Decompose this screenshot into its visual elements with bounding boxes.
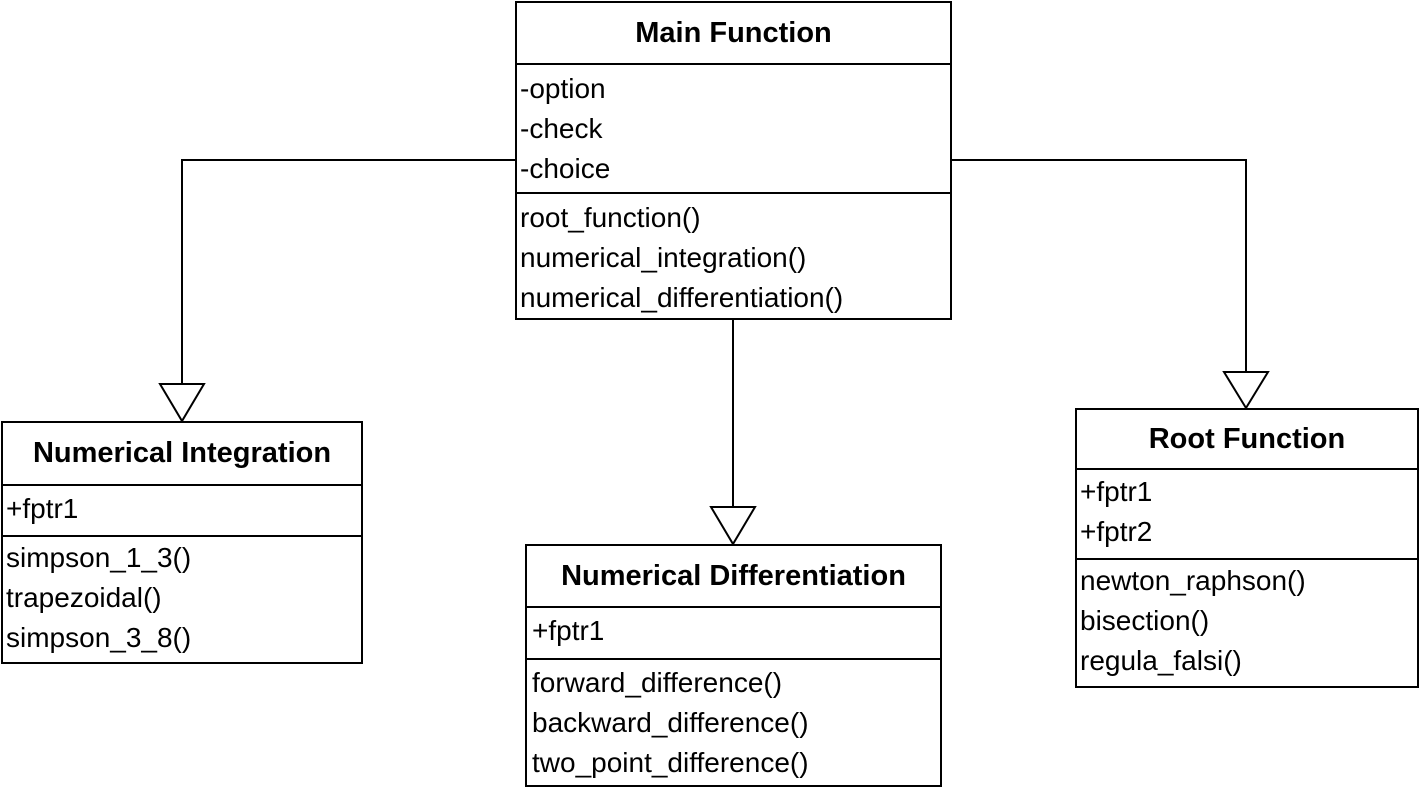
class-numerical-integration: Numerical Integration +fptr1 simpson_1_3…: [1, 421, 363, 664]
method: bisection(): [1080, 605, 1210, 636]
attributes-section: -option -check -choice: [517, 65, 950, 194]
methods-section: forward_difference() backward_difference…: [527, 660, 940, 783]
method: root_function(): [520, 202, 701, 233]
attributes-section: +fptr1: [3, 486, 361, 537]
methods-section: root_function() numerical_integration() …: [517, 194, 950, 318]
method: two_point_difference(): [532, 747, 809, 778]
class-name: Numerical Differentiation: [527, 546, 940, 608]
class-main-function: Main Function -option -check -choice roo…: [515, 1, 952, 320]
method: simpson_3_8(): [6, 622, 192, 653]
methods-section: simpson_1_3() trapezoidal() simpson_3_8(…: [3, 537, 361, 658]
method: backward_difference(): [532, 707, 809, 738]
class-name: Main Function: [517, 3, 950, 65]
method: regula_falsi(): [1080, 645, 1242, 676]
attribute: +fptr1: [6, 493, 79, 524]
method: simpson_1_3(): [6, 542, 192, 573]
method: numerical_differentiation(): [520, 282, 844, 313]
attribute: -check: [520, 113, 603, 144]
attributes-section: +fptr1 +fptr2: [1077, 470, 1417, 560]
class-numerical-differentiation: Numerical Differentiation +fptr1 forward…: [525, 544, 942, 787]
methods-section: newton_raphson() bisection() regula_fals…: [1077, 560, 1417, 681]
class-name: Numerical Integration: [3, 423, 361, 486]
method: newton_raphson(): [1080, 565, 1306, 596]
connector-main-to-root: [952, 159, 1247, 372]
method: numerical_integration(): [520, 242, 807, 273]
connector-main-to-integration: [181, 159, 515, 384]
method: forward_difference(): [532, 667, 783, 698]
attribute: +fptr2: [1080, 516, 1153, 547]
class-name: Root Function: [1077, 410, 1417, 470]
attribute: +fptr1: [1080, 476, 1153, 507]
attributes-section: +fptr1: [527, 608, 940, 660]
attribute: -option: [520, 73, 606, 104]
class-root-function: Root Function +fptr1 +fptr2 newton_raphs…: [1075, 408, 1419, 688]
generalization-arrow-root: [1222, 371, 1270, 410]
method: trapezoidal(): [6, 582, 162, 613]
generalization-arrow-differentiation: [709, 506, 757, 546]
generalization-arrow-integration: [158, 383, 206, 423]
attribute: +fptr1: [532, 615, 605, 646]
attribute: -choice: [520, 153, 611, 184]
